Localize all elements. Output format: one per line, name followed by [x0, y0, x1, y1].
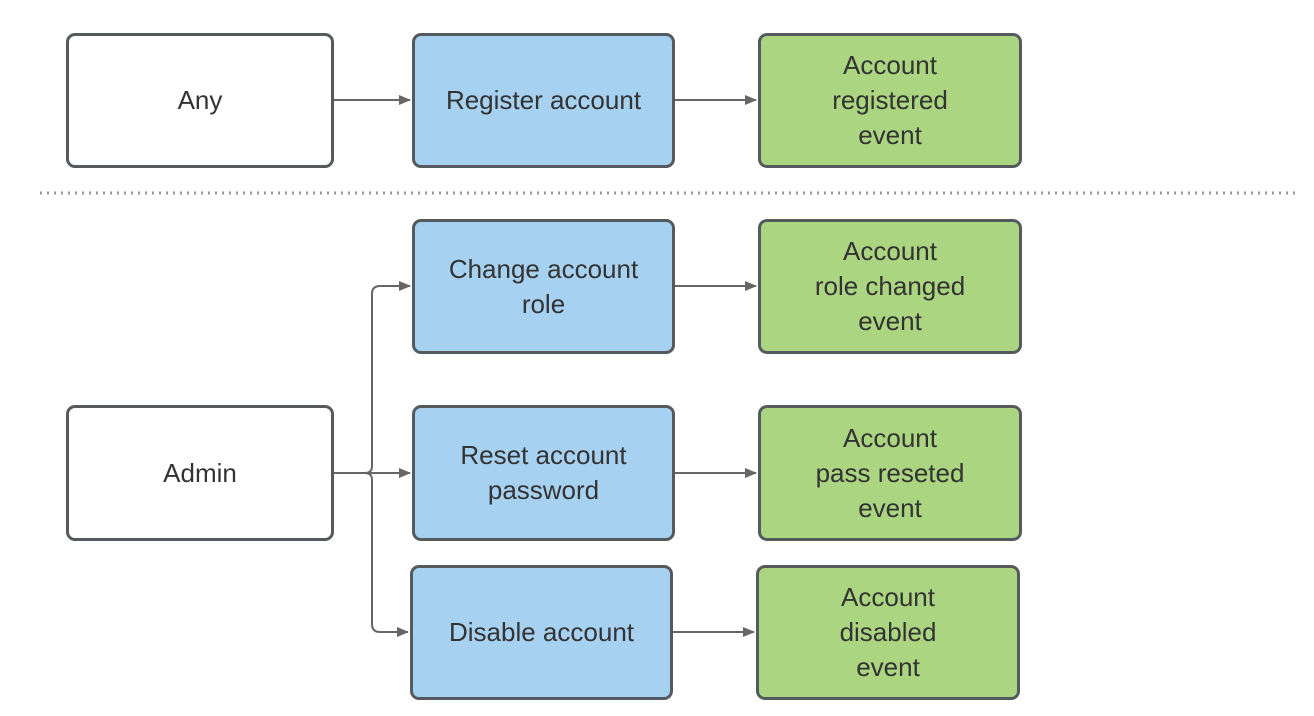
actor-any: Any: [66, 33, 334, 168]
arrow-admin-to-disable: [334, 472, 409, 637]
event-account-disabled: Account disabled event: [756, 565, 1020, 700]
actor-admin: Admin: [66, 405, 334, 541]
command-disable-account: Disable account: [410, 565, 673, 700]
command-reset-account-password: Reset account password: [412, 405, 675, 541]
event-account-registered: Account registered event: [758, 33, 1022, 168]
command-register-account: Register account: [412, 33, 675, 168]
command-change-account-role: Change account role: [412, 219, 675, 354]
arrow-admin-to-change-role: [334, 281, 411, 474]
event-account-pass-reseted: Account pass reseted event: [758, 405, 1022, 541]
event-account-role-changed: Account role changed event: [758, 219, 1022, 354]
